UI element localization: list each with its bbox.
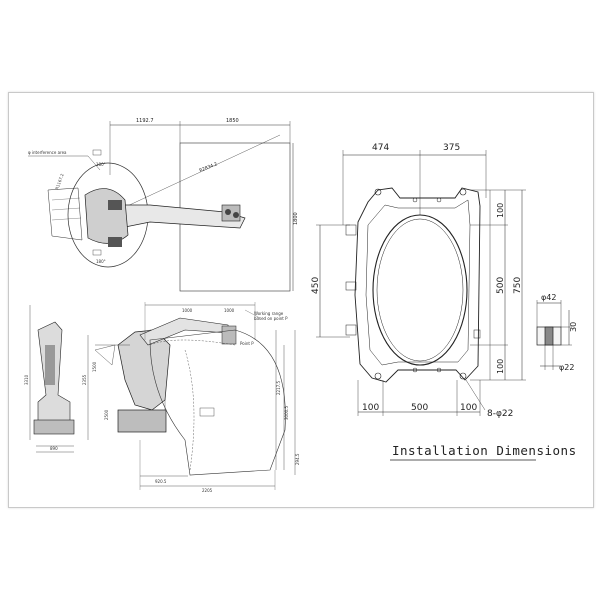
detail-diameter-bottom: φ22 [559,363,574,372]
plate-width-right: 375 [443,143,460,153]
interference-label: φ interference area [28,150,67,155]
dim-right-1: 2217.5 [276,381,281,395]
angle-top: 180° [96,162,106,167]
dim-vertical: 1800 [293,212,299,225]
angle-bottom: 180° [96,259,106,264]
hole-detail [536,300,572,370]
dim-right-3: 294.5 [295,453,300,465]
drawing-title: Installation Dimensions [392,443,577,458]
plate-height-bottom-right: 100 [496,359,505,374]
plate-bottom-mid: 500 [411,403,428,413]
plate-height-left: 450 [311,277,321,294]
base-plate [316,150,526,416]
working-envelope [149,329,286,476]
plate-width-left: 474 [372,143,389,153]
robot-side-arm [139,317,231,346]
dim-side-1: 2355 [82,374,87,385]
robot-side-base [117,409,167,433]
dim-side-top-1: 1000 [182,308,193,313]
side-view [29,302,296,490]
working-range-note-1: Working range [254,311,284,316]
plate-bottom-left: 100 [362,403,379,413]
robot-side-body [117,329,171,411]
dim-left-base: 890 [50,446,58,451]
plate-height-total-right: 750 [513,277,523,294]
drawing-sheet [8,92,594,508]
dim-side-2: 1500 [92,361,97,372]
plate-height-mid-right: 500 [496,277,506,294]
working-range-note-2: based on point P [254,316,288,321]
detail-depth: 30 [569,322,578,332]
radius-label: R2834.2 [199,161,219,174]
dim-bottom-1: 920.5 [155,479,167,484]
plate-outline [354,187,481,383]
point-p-label: Point P [240,341,254,346]
detail-diameter-top: φ42 [541,293,556,302]
dim-side-3: 2500 [104,409,109,420]
radius-line [107,134,281,216]
dim-left-height: 3310 [24,374,29,385]
dim-right-2: 3000.5 [284,406,289,420]
robot-base-top [84,188,129,244]
dim-bottom-2: 2205 [202,488,213,493]
dim-top-right: 1850 [226,118,239,124]
plate-bottom-right: 100 [460,403,477,413]
plate-height-top-right: 100 [496,203,505,218]
dim-top-left: 1192.7 [136,118,154,124]
small-label-r: R1167.2 [54,172,65,190]
dim-side-top-2: 1000 [224,308,235,313]
plate-center-opening [372,214,468,366]
plate-holes-label: 8-φ22 [487,409,513,419]
top-view [28,121,294,292]
